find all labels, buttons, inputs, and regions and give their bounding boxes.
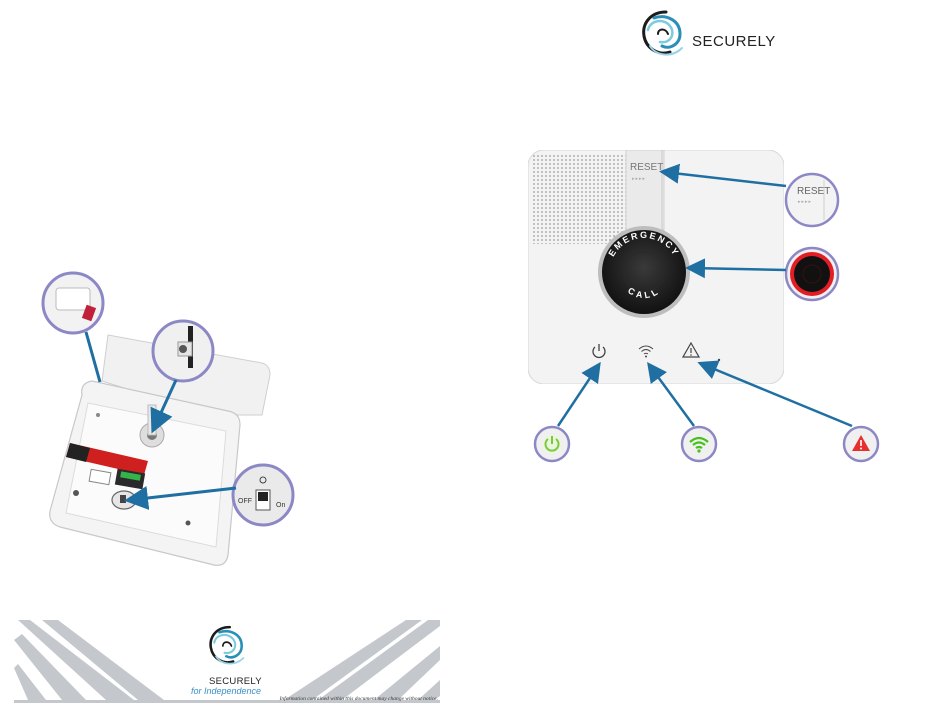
footer-disclaimer: Information contained within this docume… bbox=[280, 696, 438, 702]
banner-brand-swirl-icon bbox=[204, 622, 252, 670]
footer-banner: SECURELY for Independence Information co… bbox=[14, 620, 440, 703]
banner-tagline: for Independence bbox=[188, 686, 264, 696]
